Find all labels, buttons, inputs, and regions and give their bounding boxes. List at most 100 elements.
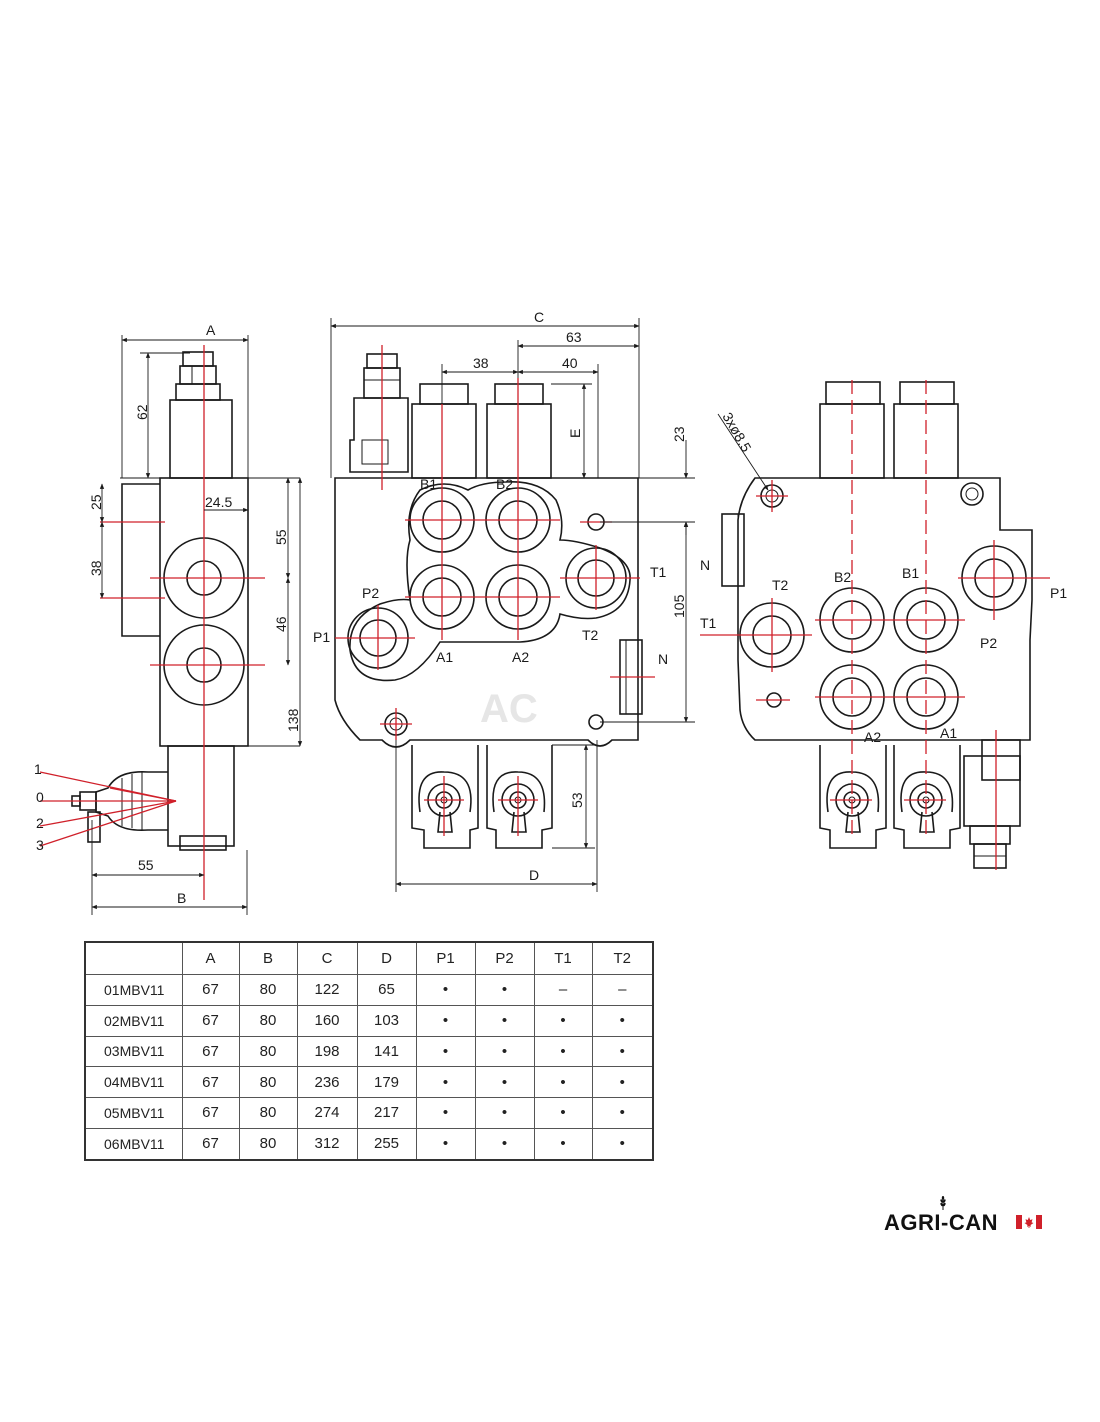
table-cell: • <box>533 1035 593 1068</box>
table-cell: – <box>533 974 593 1006</box>
table-cell: • <box>474 1035 535 1068</box>
table-cell: • <box>474 1066 535 1099</box>
port-label-P2: P2 <box>362 585 379 601</box>
table-cell: • <box>474 1097 535 1129</box>
table-cell: 80 <box>238 1035 298 1068</box>
table-cell: • <box>415 974 476 1006</box>
table-cell: 274 <box>296 1097 358 1129</box>
table-cell: • <box>591 1097 654 1129</box>
table-header-cell: T2 <box>591 941 654 975</box>
port-label-rear-P2: P2 <box>980 635 997 651</box>
port-label-B2: B2 <box>496 476 513 492</box>
port-label-T2: T2 <box>582 627 599 643</box>
table-cell: • <box>591 1035 654 1068</box>
side-view: A 62 25 38 24.5 55 46 138 55 B 1 0 2 3 <box>34 322 303 915</box>
model-cell: 04MBV11 <box>84 1066 183 1099</box>
table-cell: 122 <box>296 974 358 1006</box>
table-cell: 255 <box>356 1127 417 1161</box>
wheat-icon <box>940 1196 946 1210</box>
port-label-rear-N: N <box>700 557 710 573</box>
table-cell: • <box>474 1004 535 1037</box>
port-label-rear-A1: A1 <box>940 725 957 741</box>
dim-side-38: 38 <box>88 560 104 576</box>
table-cell: • <box>591 1004 654 1037</box>
table-header-row: A B C D P1 P2 T1 T2 <box>84 941 654 975</box>
table-cell: 103 <box>356 1004 417 1037</box>
port-label-rear-P1: P1 <box>1050 585 1067 601</box>
table-cell: 67 <box>181 1127 240 1161</box>
port-label-A1: A1 <box>436 649 453 665</box>
table-header-cell: B <box>238 941 298 975</box>
dim-front-D: D <box>529 867 539 883</box>
dim-front-40: 40 <box>562 355 578 371</box>
lever-pos-3: 3 <box>36 837 44 853</box>
lever-pos-2: 2 <box>36 815 44 831</box>
dim-side-55b: 55 <box>138 857 154 873</box>
table-cell: 312 <box>296 1127 358 1161</box>
port-label-B1: B1 <box>420 476 437 492</box>
dim-front-63: 63 <box>566 329 582 345</box>
model-cell: 03MBV11 <box>84 1035 183 1068</box>
table-cell: 80 <box>238 1004 298 1037</box>
port-label-T1: T1 <box>650 564 667 580</box>
table-cell: 67 <box>181 1097 240 1129</box>
table-cell: • <box>415 1097 476 1129</box>
dim-front-38: 38 <box>473 355 489 371</box>
table-cell: 67 <box>181 974 240 1006</box>
table-cell: 198 <box>296 1035 358 1068</box>
port-label-rear-T1: T1 <box>700 615 717 631</box>
table-cell: • <box>415 1035 476 1068</box>
table-header-cell: P2 <box>474 941 535 975</box>
table-cell: • <box>591 1127 654 1161</box>
table-cell: 67 <box>181 1066 240 1099</box>
port-label-rear-A2: A2 <box>864 729 881 745</box>
table-cell: • <box>533 1097 593 1129</box>
port-label-rear-T2: T2 <box>772 577 789 593</box>
dim-front-23: 23 <box>671 426 687 442</box>
dim-side-138: 138 <box>285 708 301 732</box>
dim-front-105: 105 <box>671 594 687 618</box>
table-cell: 179 <box>356 1066 417 1099</box>
table-cell: • <box>533 1127 593 1161</box>
dim-front-E: E <box>567 429 583 438</box>
table-cell: 67 <box>181 1004 240 1037</box>
table-cell: • <box>474 974 535 1006</box>
table-cell: • <box>415 1066 476 1099</box>
dim-rear-hole: 3xø8.5 <box>719 410 754 455</box>
dim-front-C: C <box>534 309 544 325</box>
table-cell: 80 <box>238 974 298 1006</box>
table-header-cell: D <box>356 941 417 975</box>
model-cell: 02MBV11 <box>84 1004 183 1037</box>
table-cell: • <box>474 1127 535 1161</box>
table-cell: 65 <box>356 974 417 1006</box>
table-cell: 80 <box>238 1127 298 1161</box>
model-cell: 01MBV11 <box>84 974 183 1006</box>
table-cell: 80 <box>238 1066 298 1099</box>
table-header-cell: C <box>296 941 358 975</box>
dim-side-46: 46 <box>273 616 289 632</box>
brand-name: AGRI-CAN <box>884 1210 998 1235</box>
table-cell: 160 <box>296 1004 358 1037</box>
table-cell: 67 <box>181 1035 240 1068</box>
port-label-P1: P1 <box>313 629 330 645</box>
lever-pos-0: 0 <box>36 789 44 805</box>
table-cell: • <box>533 1004 593 1037</box>
port-label-A2: A2 <box>512 649 529 665</box>
table-header-cell: A <box>181 941 240 975</box>
port-label-rear-B1: B1 <box>902 565 919 581</box>
table-header-cell <box>84 941 183 975</box>
table-header-cell: T1 <box>533 941 593 975</box>
dim-side-24-5: 24.5 <box>205 494 232 510</box>
table-header-cell: P1 <box>415 941 476 975</box>
table-cell: – <box>591 974 654 1006</box>
dim-side-A: A <box>206 322 216 338</box>
dim-side-25: 25 <box>88 494 104 510</box>
table-cell: 236 <box>296 1066 358 1099</box>
lever-pos-1: 1 <box>34 761 42 777</box>
port-label-N: N <box>658 651 668 667</box>
